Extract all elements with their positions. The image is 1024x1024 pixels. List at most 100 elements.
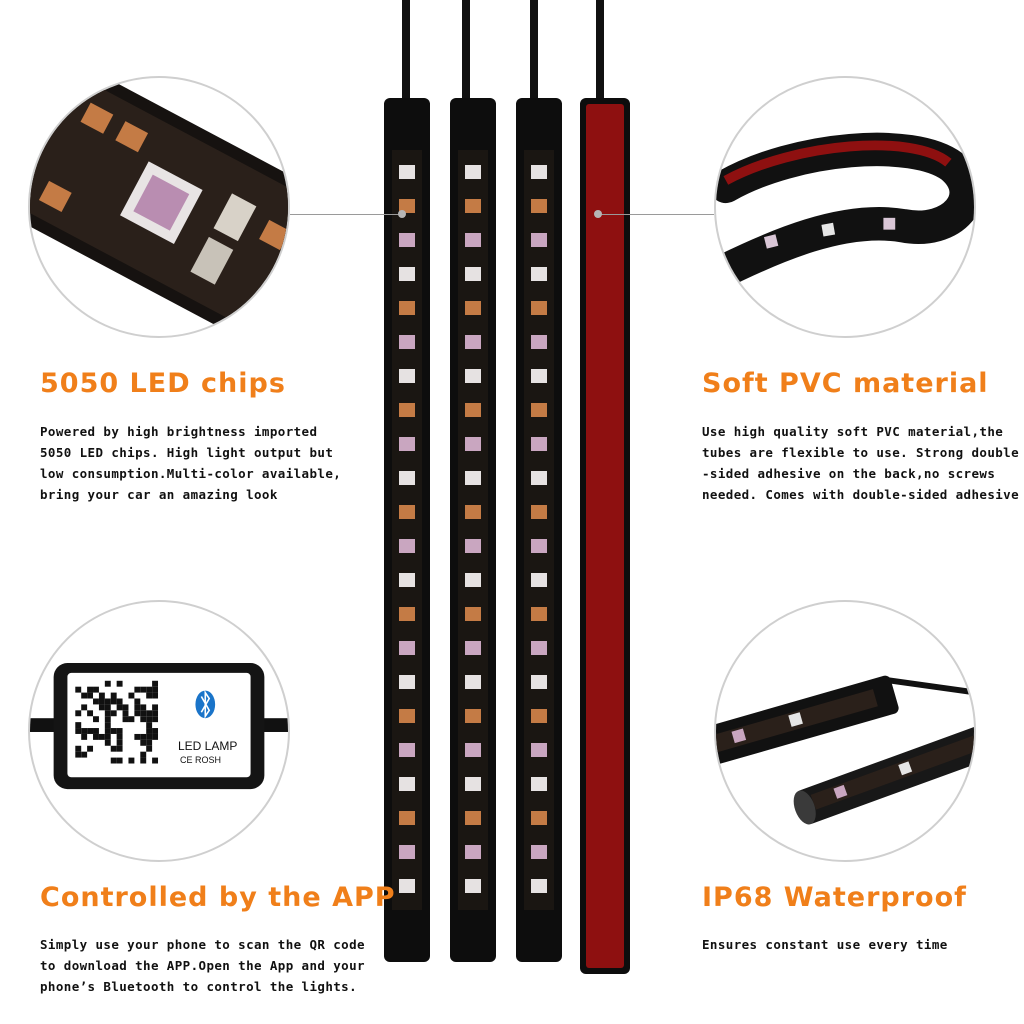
desc-line: to download the APP.Open the App and you… bbox=[40, 958, 365, 973]
led-strip-graphic bbox=[384, 0, 630, 974]
led-chip bbox=[531, 505, 547, 519]
led-chip bbox=[399, 199, 415, 213]
led-chip bbox=[399, 335, 415, 349]
led-chip bbox=[465, 777, 481, 791]
desc-line: Use high quality soft PVC material,the bbox=[702, 424, 1004, 439]
led-chip bbox=[465, 301, 481, 315]
desc-line: Powered by high brightness imported bbox=[40, 424, 318, 439]
led-chip bbox=[465, 845, 481, 859]
leader-dot-left bbox=[398, 210, 406, 218]
led-chip bbox=[531, 573, 547, 587]
led-chip bbox=[531, 709, 547, 723]
led-chip bbox=[465, 539, 481, 553]
feature-title-led-chips: 5050 LED chips bbox=[40, 368, 286, 399]
controller-label: LED LAMP bbox=[178, 739, 238, 753]
led-tube-3-pcb bbox=[524, 150, 554, 910]
led-chip bbox=[399, 539, 415, 553]
led-chip bbox=[399, 709, 415, 723]
controller-marks: CE ROSH bbox=[180, 755, 222, 765]
led-chip bbox=[531, 471, 547, 485]
feature-desc-led-chips: Powered by high brightness imported 5050… bbox=[40, 421, 341, 505]
led-chip bbox=[465, 267, 481, 281]
leader-line-right bbox=[598, 214, 714, 215]
led-chip bbox=[399, 267, 415, 281]
desc-line: Ensures constant use every time bbox=[702, 937, 948, 952]
led-chip bbox=[465, 369, 481, 383]
led-tube-1-pcb bbox=[392, 150, 422, 910]
led-chip bbox=[531, 403, 547, 417]
led-chip-closeup-image bbox=[28, 76, 290, 338]
leader-dot-right bbox=[594, 210, 602, 218]
adhesive-tape bbox=[586, 104, 624, 968]
led-chip bbox=[399, 403, 415, 417]
led-chip bbox=[465, 505, 481, 519]
led-chip bbox=[399, 573, 415, 587]
led-chip bbox=[465, 879, 481, 893]
led-chip bbox=[399, 165, 415, 179]
feature-title-soft-pvc: Soft PVC material bbox=[702, 368, 989, 399]
desc-line: needed. Comes with double-sided adhesive bbox=[702, 487, 1020, 502]
led-chip bbox=[465, 709, 481, 723]
led-chip bbox=[465, 233, 481, 247]
feature-desc-soft-pvc: Use high quality soft PVC material,the t… bbox=[702, 421, 1019, 505]
qr-code bbox=[75, 680, 159, 764]
led-chip bbox=[465, 675, 481, 689]
led-chip bbox=[531, 811, 547, 825]
led-chip bbox=[465, 199, 481, 213]
led-chip bbox=[531, 437, 547, 451]
led-chip bbox=[465, 743, 481, 757]
led-chip bbox=[399, 301, 415, 315]
led-chip bbox=[531, 607, 547, 621]
led-chip bbox=[465, 573, 481, 587]
led-chip bbox=[531, 335, 547, 349]
led-chip bbox=[531, 845, 547, 859]
led-chip bbox=[399, 607, 415, 621]
led-chip bbox=[399, 743, 415, 757]
cable bbox=[462, 0, 470, 100]
led-chip bbox=[531, 675, 547, 689]
led-chip bbox=[399, 369, 415, 383]
led-chip bbox=[531, 165, 547, 179]
led-chip bbox=[531, 777, 547, 791]
cable bbox=[402, 0, 410, 100]
feature-desc-app-control: Simply use your phone to scan the QR cod… bbox=[40, 934, 365, 997]
cable bbox=[530, 0, 538, 100]
led-chip bbox=[399, 471, 415, 485]
leader-line-left bbox=[290, 214, 402, 215]
desc-line: phone’s Bluetooth to control the lights. bbox=[40, 979, 358, 994]
led-chip bbox=[465, 165, 481, 179]
led-chip bbox=[531, 233, 547, 247]
desc-line: bring your car an amazing look bbox=[40, 487, 278, 502]
desc-line: -sided adhesive on the back,no screws bbox=[702, 466, 996, 481]
soft-pvc-bend-image bbox=[714, 76, 976, 338]
led-chip bbox=[399, 879, 415, 893]
desc-line: 5050 LED chips. High light output but bbox=[40, 445, 334, 460]
waterproof-tube-image bbox=[714, 600, 976, 862]
feature-title-app-control: Controlled by the APP bbox=[40, 882, 396, 913]
led-tube-2-pcb bbox=[458, 150, 488, 910]
led-chip bbox=[399, 505, 415, 519]
led-chip bbox=[399, 675, 415, 689]
led-chip bbox=[399, 777, 415, 791]
led-chip bbox=[465, 811, 481, 825]
led-chip bbox=[465, 471, 481, 485]
feature-desc-waterproof: Ensures constant use every time bbox=[702, 934, 948, 955]
led-chip bbox=[531, 199, 547, 213]
led-chip bbox=[531, 539, 547, 553]
bluetooth-controller-image: LED LAMP CE ROSH bbox=[28, 600, 290, 862]
cable bbox=[596, 0, 604, 100]
led-chip bbox=[399, 437, 415, 451]
led-chip bbox=[465, 641, 481, 655]
desc-line: low consumption.Multi-color available, bbox=[40, 466, 342, 481]
led-chip bbox=[531, 369, 547, 383]
led-chip bbox=[531, 641, 547, 655]
led-chip bbox=[399, 233, 415, 247]
feature-title-waterproof: IP68 Waterproof bbox=[702, 882, 967, 913]
led-chip bbox=[399, 811, 415, 825]
desc-line: tubes are flexible to use. Strong double bbox=[702, 445, 1020, 460]
led-chip bbox=[465, 437, 481, 451]
led-chip bbox=[465, 607, 481, 621]
led-chip bbox=[531, 879, 547, 893]
led-chip bbox=[399, 845, 415, 859]
led-chip bbox=[465, 403, 481, 417]
